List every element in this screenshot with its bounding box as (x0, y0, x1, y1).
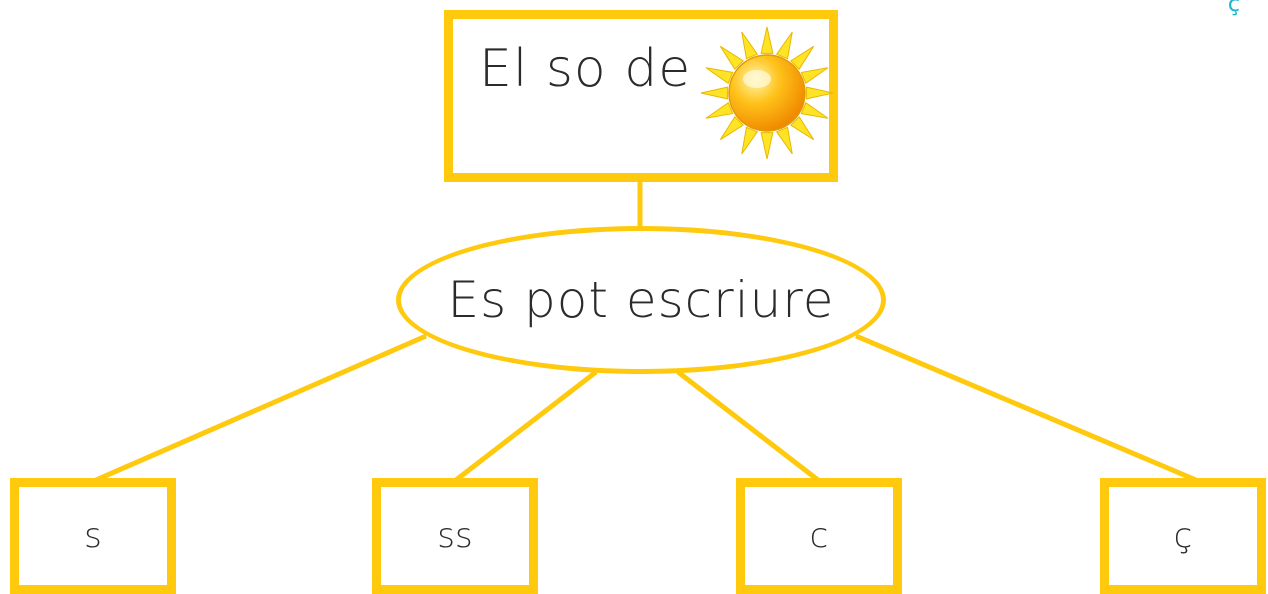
sun-ray (700, 86, 728, 100)
sun-ray (806, 86, 834, 100)
middle-node: Es pot escriure (396, 226, 886, 374)
connector-middle-to-ss (454, 370, 598, 482)
leaf-label: ç (1173, 516, 1193, 556)
sun-ray (741, 31, 759, 60)
sun-icon (700, 26, 834, 160)
connector-middle-to-c (676, 370, 820, 482)
sun-ray (790, 116, 815, 141)
middle-label: Es pot escriure (447, 271, 835, 329)
sun-ray (800, 67, 829, 85)
sun-ray (760, 26, 774, 54)
connector-middle-to-cedilla (855, 333, 1197, 483)
sun-ray (775, 31, 793, 60)
leaf-label: ss (437, 516, 473, 556)
leaf-label: s (84, 516, 102, 556)
sun-ray (705, 101, 734, 119)
sun-ray (741, 126, 759, 155)
root-label: El so de (479, 39, 692, 99)
partial-logo-icon: ç (1227, 0, 1240, 17)
root-node: El so de (444, 10, 838, 182)
sun-ray (775, 126, 793, 155)
connector-middle-to-s (95, 333, 427, 483)
sun-ray (719, 45, 744, 70)
sun-ray (790, 45, 815, 70)
sun-ray (705, 67, 734, 85)
sun-ray (760, 132, 774, 160)
sun-ray (719, 116, 744, 141)
leaf-node-cedilla: ç (1100, 478, 1266, 594)
leaf-node-s: s (10, 478, 176, 594)
leaf-node-c: c (736, 478, 902, 594)
leaf-node-ss: ss (372, 478, 538, 594)
sun-ray (800, 101, 829, 119)
leaf-label: c (809, 516, 829, 556)
